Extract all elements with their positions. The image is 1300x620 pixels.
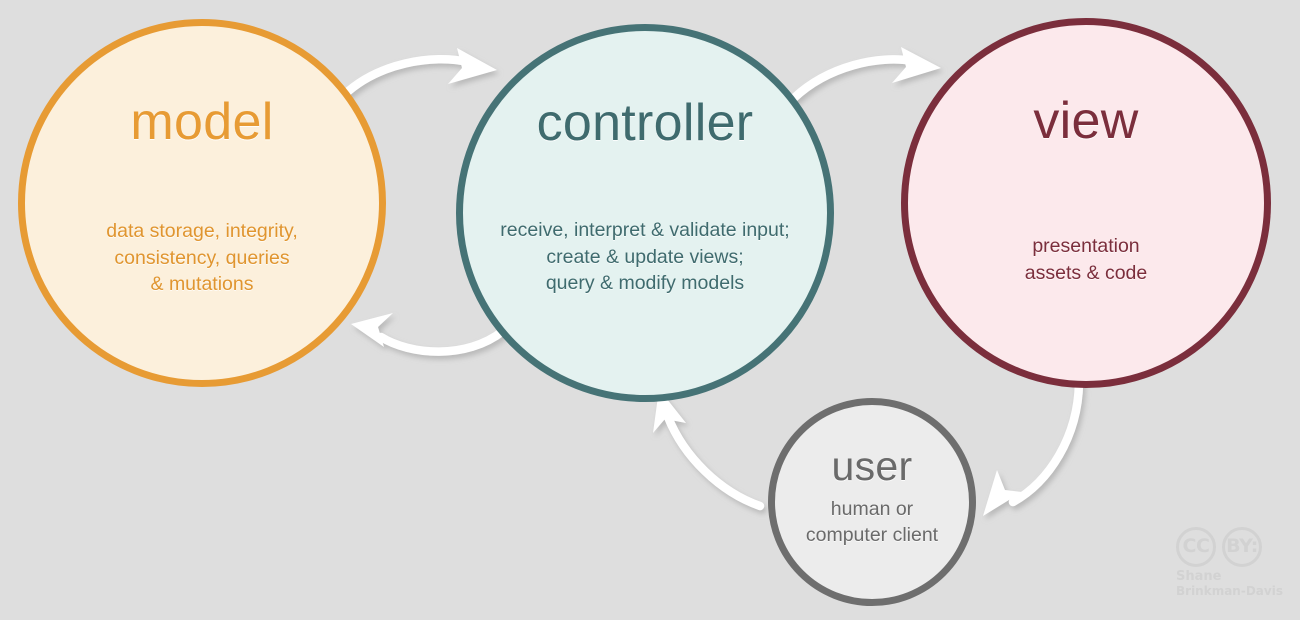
cc-marks: CC BY:: [1176, 527, 1288, 567]
author-last-name: Brinkman-Davis: [1176, 583, 1283, 598]
creative-commons-attribution: CC BY: Shane Brinkman-Davis: [1176, 527, 1288, 605]
node-user-desc-line: human or: [830, 498, 914, 520]
node-controller-desc-line: receive, interpret & validate input;: [500, 219, 790, 241]
node-view-title: view: [1033, 92, 1139, 150]
arrow-model-to-controller: [339, 48, 497, 100]
node-view-description: presentation assets & code: [908, 233, 1264, 286]
node-controller[interactable]: controller receive, interpret & validate…: [456, 24, 834, 402]
node-controller-desc-line: query & modify models: [545, 272, 745, 295]
node-user-title: user: [831, 443, 913, 489]
creative-commons-icon: CC: [1176, 527, 1216, 567]
cc-by-icon: BY:: [1222, 527, 1262, 567]
author-credit: Shane Brinkman-Davis: [1176, 569, 1288, 599]
arrow-controller-to-view: [789, 47, 941, 103]
node-user-desc-line: computer client: [805, 523, 939, 546]
node-controller-description: receive, interpret & validate input; cre…: [463, 217, 827, 297]
node-model-desc-line: consistency, queries: [114, 246, 290, 269]
arrow-view-to-user: [983, 378, 1084, 516]
node-model[interactable]: model data storage, integrity, consisten…: [18, 19, 386, 387]
node-controller-title: controller: [536, 94, 754, 152]
arrow-controller-to-model: [351, 313, 508, 356]
author-first-name: Shane: [1176, 569, 1222, 584]
node-model-desc-line: data storage, integrity,: [106, 220, 298, 242]
node-view-desc-line: assets & code: [1024, 261, 1148, 284]
node-view[interactable]: view presentation assets & code: [901, 18, 1271, 388]
node-user-description: human or computer client: [775, 497, 969, 548]
node-model-title: model: [130, 93, 274, 151]
node-model-desc-line: & mutations: [150, 273, 254, 296]
arrow-user-to-controller: [653, 389, 765, 511]
node-user[interactable]: user human or computer client: [768, 398, 976, 606]
node-controller-desc-line: create & update views;: [546, 245, 744, 268]
node-view-desc-line: presentation: [1032, 235, 1140, 257]
node-model-description: data storage, integrity, consistency, qu…: [25, 218, 379, 298]
